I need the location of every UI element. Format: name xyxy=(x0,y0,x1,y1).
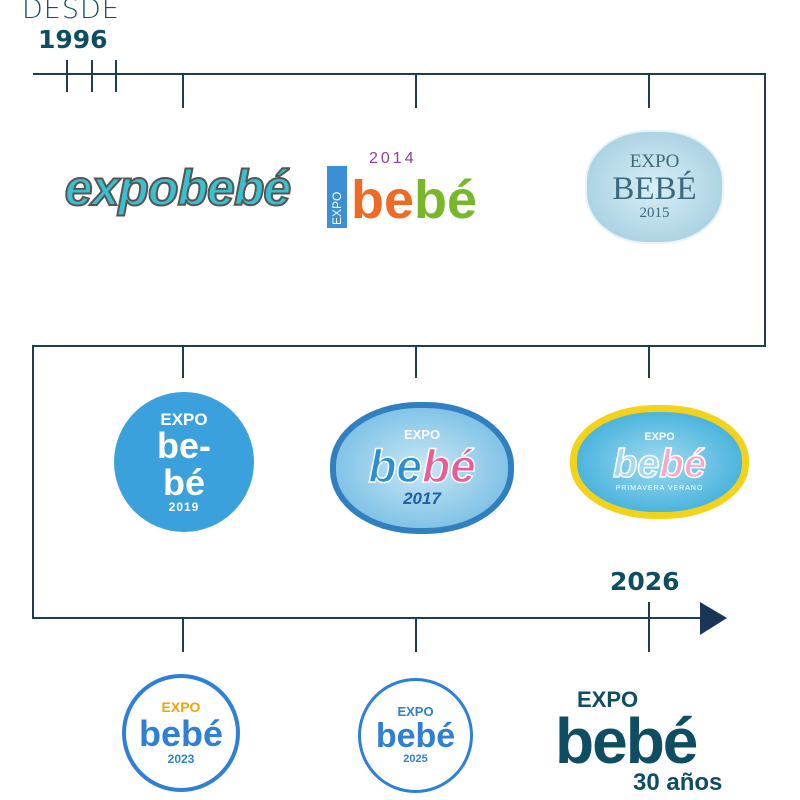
logo-year: 2014 xyxy=(369,150,417,167)
logo-year: 2015 xyxy=(639,205,670,222)
logo-expobebe-2017: EXPO bebé 2017 xyxy=(330,402,514,534)
logo-expobebe-2014: EXPO 2014 bebé xyxy=(325,146,500,232)
logo-expobebe-2019: EXPO be- bé 2019 xyxy=(114,392,254,532)
logo-expobebe-1996: expobebé xyxy=(64,159,292,217)
logo-bebe-b: bé xyxy=(659,442,707,487)
logo-expobebe-2025: EXPO bebé 2025 xyxy=(358,678,473,793)
logo-bebe-a: be xyxy=(368,439,423,492)
logo-expobebe-2015: EXPO BEBÉ 2015 xyxy=(585,130,724,244)
logo-year: 2017 xyxy=(403,489,441,509)
logo-year: 2019 xyxy=(168,500,200,515)
logo-subtitle: PRIMAVERA VERANO xyxy=(615,485,704,493)
end-year: 2026 xyxy=(610,567,680,596)
logo-expo: EXPO xyxy=(403,427,441,443)
timeline-path xyxy=(32,73,766,619)
logo-expobebe-2023: EXPO bebé 2023 xyxy=(122,674,240,792)
logo-bebe-line1: be- xyxy=(157,424,211,466)
logo-expo: EXPO xyxy=(644,430,675,443)
logo-bebe: bebé xyxy=(375,716,456,755)
logo-bebe-b: bé xyxy=(414,170,478,230)
logo-year: 2023 xyxy=(167,751,195,766)
logo-bebe-a: be xyxy=(612,442,660,487)
logo-bebe-a: be xyxy=(351,170,415,230)
logo-bebe-line2: bé xyxy=(162,461,205,503)
logo-expobebe-primavera: EXPO bebé PRIMAVERA VERANO xyxy=(570,405,749,519)
logo-expo: EXPO xyxy=(161,699,201,716)
arrow-head-icon xyxy=(700,602,727,635)
start-year: 1996 xyxy=(38,25,108,54)
logo-bebe: BEBÉ xyxy=(612,170,697,207)
logo-expo: EXPO xyxy=(327,166,347,228)
logo-expo: EXPO xyxy=(160,409,208,429)
desde-label: DESDE xyxy=(22,0,120,25)
logo-bebe-b: bé xyxy=(421,439,476,492)
logo-expo: EXPO xyxy=(397,704,434,720)
logo-expo: EXPO xyxy=(629,150,680,172)
logo-anniversary: 30 años xyxy=(633,769,723,796)
logo-bebe: bebé xyxy=(138,713,224,755)
logo-year: 2025 xyxy=(403,753,428,766)
logo-expobebe-30-anos: EXPO bebé 30 años xyxy=(555,688,755,798)
logo-bebe: bebé xyxy=(555,705,698,777)
logo-expo: EXPO xyxy=(577,687,639,712)
